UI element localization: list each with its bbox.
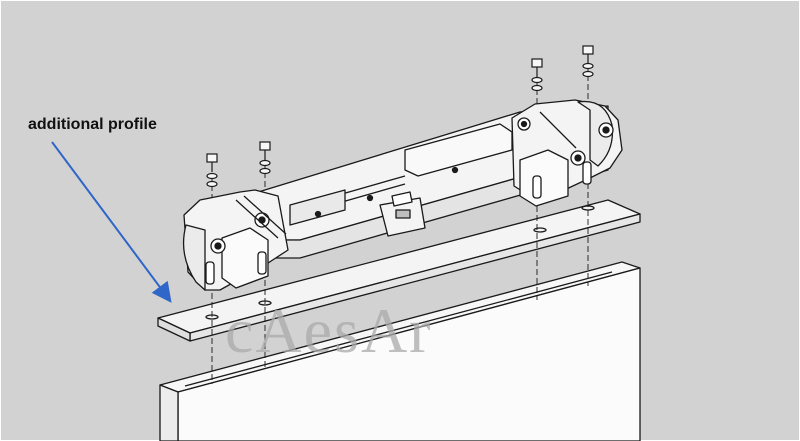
right-roller-assembly bbox=[511, 99, 623, 207]
callout-label: additional profile bbox=[28, 116, 157, 133]
arrow-pointer-icon bbox=[51, 141, 172, 303]
bolt-icon bbox=[206, 153, 218, 188]
left-roller-assembly bbox=[182, 189, 289, 291]
center-clip bbox=[379, 191, 426, 237]
bolts bbox=[206, 45, 594, 188]
bolt-icon bbox=[531, 58, 543, 92]
watermark: cAesAr bbox=[225, 295, 432, 366]
additional-profile bbox=[157, 199, 641, 342]
bolt-icon bbox=[259, 141, 271, 175]
door-panel bbox=[159, 261, 641, 441]
bolt-icon bbox=[582, 45, 594, 78]
